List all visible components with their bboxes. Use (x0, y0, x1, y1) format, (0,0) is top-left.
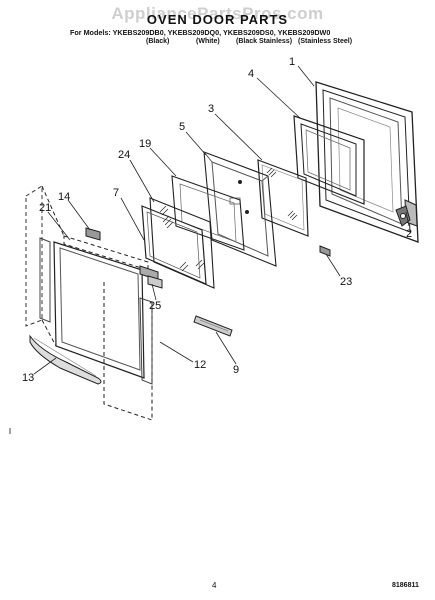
part-24-inner-glass (149, 197, 215, 289)
callout-13: 13 (22, 372, 35, 384)
part-3-glass-panel (257, 159, 309, 237)
part-4-seal-frame (293, 115, 365, 205)
callout-19: 19 (139, 138, 152, 150)
callout-23: 23 (340, 276, 353, 288)
document-number: 8186811 (392, 582, 419, 589)
watermark: AppliancePartsPros.com (111, 4, 324, 23)
callout-21: 21 (39, 202, 52, 214)
part-23-clip (319, 245, 331, 257)
callout-4: 4 (248, 68, 255, 80)
page-title: OVEN DOOR PARTS (146, 12, 289, 27)
part-19-insulation (171, 175, 245, 251)
finish-label-black: (Black) (146, 38, 170, 45)
part-9-vent-trim (193, 315, 233, 337)
callout-3: 3 (208, 103, 215, 115)
callout-2: 2 (406, 228, 413, 240)
part-25-bracket (139, 265, 163, 289)
page-number: 4 (212, 581, 217, 590)
model-list: For Models: YKEBS209DB0, YKEBS209DQ0, YK… (70, 28, 331, 37)
part-21-door-panel (25, 185, 153, 421)
part-5-inner-liner (203, 151, 277, 267)
callout-5: 5 (179, 121, 186, 133)
callout-7: 7 (113, 187, 120, 199)
callout-9: 9 (233, 364, 240, 376)
part-13-handle (29, 334, 102, 385)
part-7-outer-glass (141, 205, 207, 285)
callout-12: 12 (194, 359, 207, 371)
callout-25: 25 (149, 300, 162, 312)
callout-14: 14 (58, 191, 71, 203)
leader-lines (33, 65, 410, 375)
finish-label-white: (White) (196, 38, 220, 45)
part-2-hinge (395, 205, 411, 227)
callout-24: 24 (118, 149, 131, 161)
callout-1: 1 (289, 56, 296, 68)
finish-label-black-stainless: (Black Stainless) (236, 38, 293, 45)
finish-label-stainless-steel: (Stainless Steel) (298, 38, 353, 45)
part-14-clip (85, 227, 101, 241)
